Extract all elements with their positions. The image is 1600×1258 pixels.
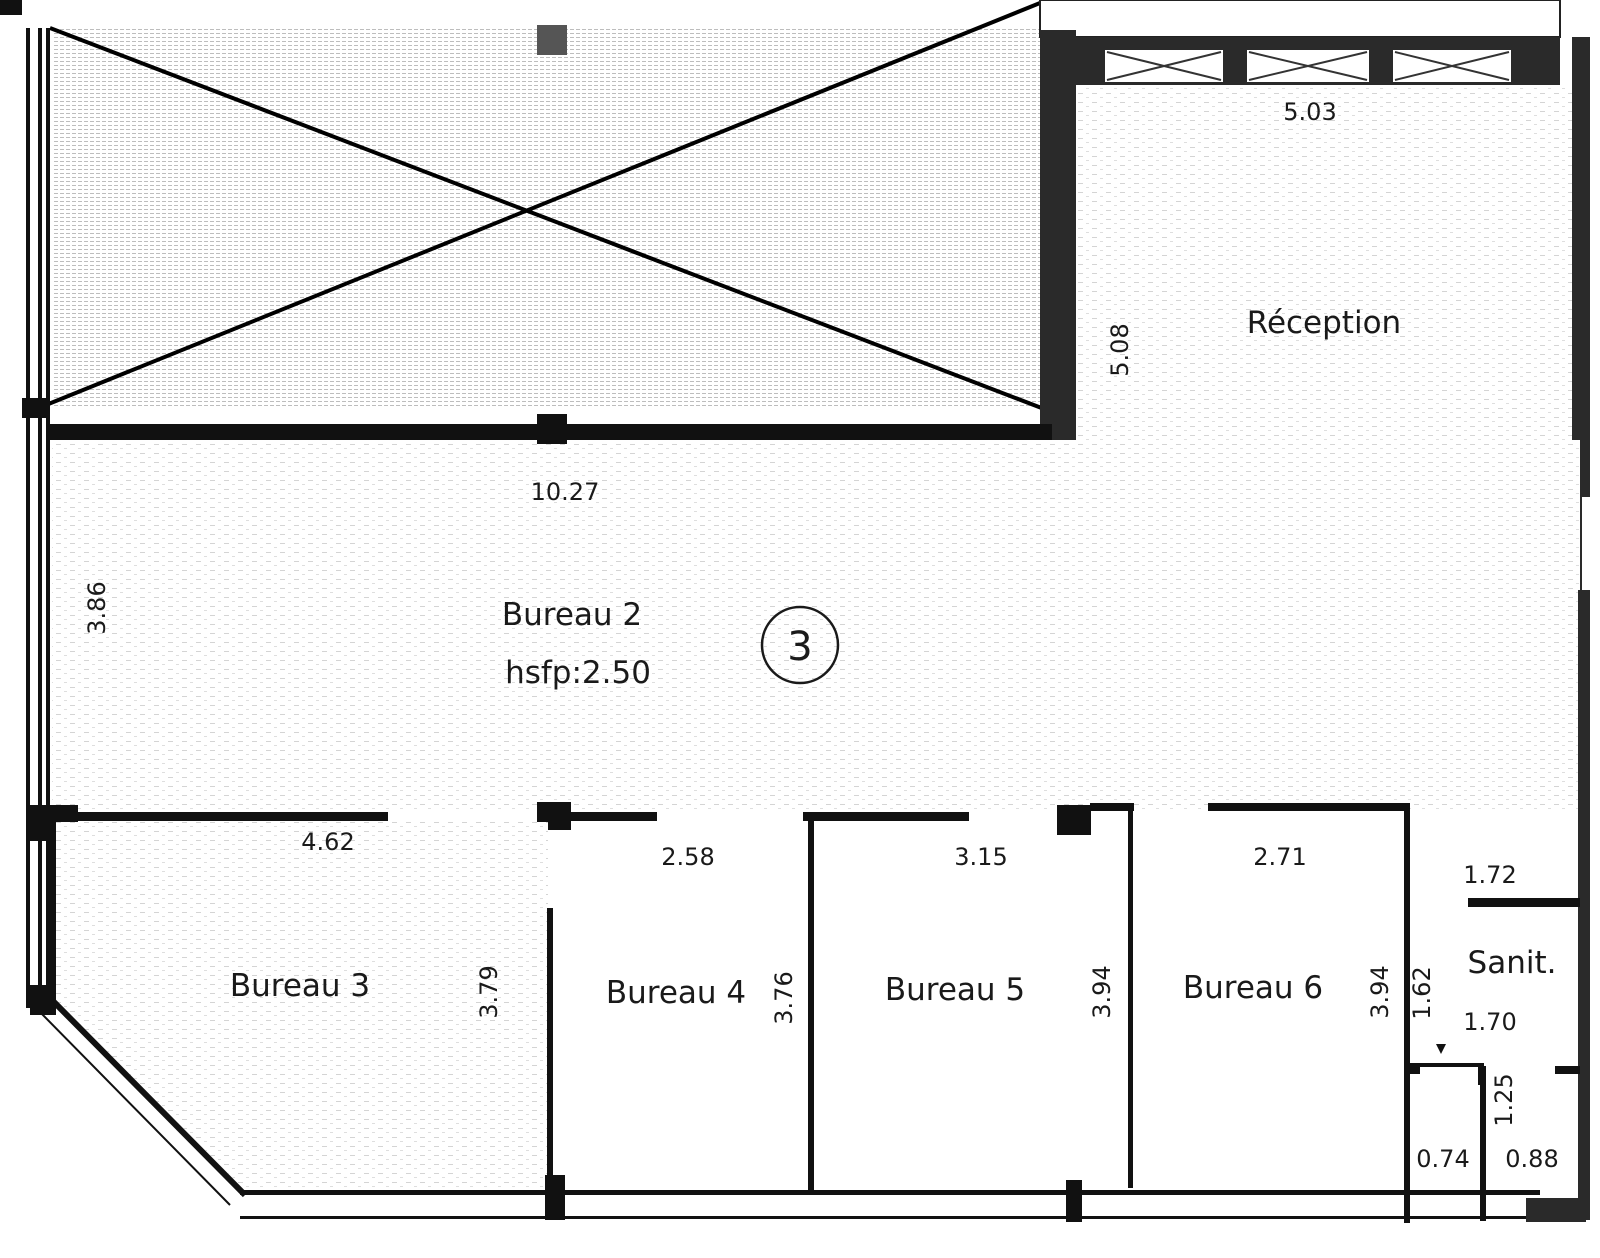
room-bureau-4 (545, 816, 814, 1220)
bureau5-width: 3.15 (954, 843, 1007, 871)
bureau5-label: Bureau 5 (885, 972, 1025, 1008)
window-3 (1393, 50, 1511, 82)
reception-height: 5.08 (1106, 323, 1134, 376)
bureau2-width: 10.27 (531, 478, 600, 506)
bureau6-label: Bureau 6 (1183, 970, 1323, 1006)
sanit-width: 1.70 (1463, 1008, 1516, 1036)
bureau3-width: 4.62 (301, 828, 354, 856)
wc1-width: 0.74 (1416, 1145, 1469, 1173)
window-2 (1247, 50, 1369, 82)
bureau2-height: 3.86 (83, 581, 111, 634)
office-partitions (30, 590, 1590, 1223)
sanit-label: Sanit. (1468, 945, 1557, 981)
bureau4-height: 3.76 (770, 971, 798, 1024)
room-bureau-2 (26, 28, 1580, 1008)
room-sanit (1404, 898, 1586, 1222)
bureau3-label: Bureau 3 (230, 968, 370, 1004)
upper-strip (1039, 0, 1561, 85)
wc2-width: 0.88 (1505, 1145, 1558, 1173)
wc-height: 1.25 (1490, 1073, 1518, 1126)
bureau4-label: Bureau 4 (606, 975, 746, 1011)
bureau6-width: 2.71 (1253, 843, 1306, 871)
reception-label: Réception (1247, 305, 1401, 341)
bureau5-height: 3.94 (1088, 965, 1116, 1018)
level-marker (760, 605, 840, 685)
bureau4-width: 2.58 (661, 843, 714, 871)
sanit-height: 1.62 (1408, 966, 1436, 1019)
room-bureau-5 (1066, 806, 1133, 1222)
bureau2-label: Bureau 2 (502, 597, 642, 633)
window-1 (1105, 50, 1223, 82)
bureau6-height: 3.94 (1366, 965, 1394, 1018)
room-bureau-3 (30, 822, 1540, 1219)
sanit-corridor-width: 1.72 (1463, 861, 1516, 889)
voided-area (0, 0, 1053, 418)
level-marker-number: 3 (787, 624, 812, 670)
reception-width: 5.03 (1283, 98, 1336, 126)
bureau2-hsfp: hsfp:2.50 (505, 655, 651, 691)
bureau3-height: 3.79 (475, 965, 503, 1018)
